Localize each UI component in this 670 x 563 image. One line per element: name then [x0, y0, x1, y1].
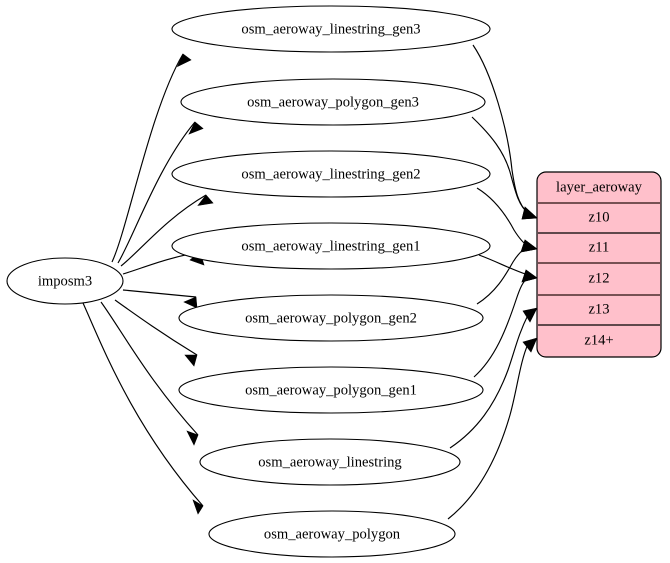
edge-group-tables-to-layer — [447, 44, 538, 520]
edge-imposm3-to-osm_aeroway_polygon_gen1 — [114, 299, 198, 367]
edge-imposm3-to-osm_aeroway_linestring_gen2 — [120, 194, 214, 267]
edge-imposm3-to-osm_aeroway_linestring — [100, 301, 199, 446]
edge-osm_aeroway_polygon_gen3-to-z10 — [471, 116, 538, 220]
node-osm_aeroway_polygon_gen2-shape[interactable] — [178, 294, 484, 342]
node-imposm3-label: imposm3 — [38, 273, 92, 289]
node-layer_aeroway-table[interactable]: layer_aeroway z10 z11 z12 z13 z14+ — [536, 171, 662, 358]
layer_aeroway-row-z12-label: z12 — [588, 270, 609, 286]
node-osm_aeroway_polygon_gen2-label: osm_aeroway_polygon_gen2 — [245, 310, 417, 326]
node-osm_aeroway_polygon-label: osm_aeroway_polygon — [264, 526, 401, 542]
edge-osm_aeroway_polygon-to-z14plus — [447, 337, 538, 520]
layer_aeroway-row-z13-label: z13 — [588, 301, 609, 317]
node-osm_aeroway_linestring_gen1-shape[interactable] — [171, 222, 491, 270]
node-osm_aeroway_linestring_gen3[interactable]: osm_aeroway_linestring_gen3 — [171, 5, 491, 53]
edge-osm_aeroway_polygon_gen2-to-z11 — [476, 239, 538, 305]
node-osm_aeroway_linestring_gen2-shape[interactable] — [171, 150, 491, 198]
node-osm_aeroway_linestring_gen1-label: osm_aeroway_linestring_gen1 — [241, 238, 420, 254]
edge-osm_aeroway_linestring_gen3-to-z10 — [472, 44, 538, 220]
node-osm_aeroway_linestring_gen2-label: osm_aeroway_linestring_gen2 — [241, 166, 420, 182]
edge-imposm3-to-osm_aeroway_polygon_gen2 — [122, 289, 198, 309]
edge-osm_aeroway_polygon_gen1-to-z12 — [473, 269, 538, 378]
edge-imposm3-to-osm_aeroway_linestring_gen3 — [111, 53, 192, 263]
edge-osm_aeroway_linestring-to-z13 — [449, 307, 538, 449]
edge-imposm3-to-osm_aeroway_polygon_gen3 — [117, 121, 204, 264]
node-osm_aeroway_polygon_gen3-label: osm_aeroway_polygon_gen3 — [247, 94, 419, 110]
node-osm_aeroway_polygon_gen3[interactable]: osm_aeroway_polygon_gen3 — [180, 78, 486, 126]
layer_aeroway-row-header-label: layer_aeroway — [556, 179, 643, 195]
node-osm_aeroway_polygon-shape[interactable] — [208, 510, 456, 558]
layer_aeroway-row-z11-label: z11 — [589, 239, 610, 255]
node-osm_aeroway_polygon[interactable]: osm_aeroway_polygon — [208, 510, 456, 558]
layer_aeroway-row-z14plus-label: z14+ — [584, 332, 613, 348]
layer_aeroway-table-body[interactable] — [536, 171, 662, 358]
node-osm_aeroway_linestring[interactable]: osm_aeroway_linestring — [199, 438, 461, 486]
node-osm_aeroway_polygon_gen1-label: osm_aeroway_polygon_gen1 — [245, 382, 417, 398]
node-osm_aeroway_linestring_gen3-shape[interactable] — [171, 5, 491, 53]
node-osm_aeroway_linestring-label: osm_aeroway_linestring — [258, 454, 402, 470]
node-osm_aeroway_polygon_gen1-shape[interactable] — [178, 366, 484, 414]
node-imposm3-shape[interactable] — [6, 257, 124, 305]
node-osm_aeroway_linestring_gen2[interactable]: osm_aeroway_linestring_gen2 — [171, 150, 491, 198]
node-osm_aeroway_polygon_gen1[interactable]: osm_aeroway_polygon_gen1 — [178, 366, 484, 414]
node-osm_aeroway_linestring_gen1[interactable]: osm_aeroway_linestring_gen1 — [171, 222, 491, 270]
edge-imposm3-to-osm_aeroway_polygon — [82, 302, 204, 515]
node-osm_aeroway_polygon_gen2[interactable]: osm_aeroway_polygon_gen2 — [178, 294, 484, 342]
node-osm_aeroway_linestring-shape[interactable] — [199, 438, 461, 486]
layer_aeroway-row-z10-label: z10 — [588, 209, 609, 225]
node-osm_aeroway_linestring_gen3-label: osm_aeroway_linestring_gen3 — [241, 21, 420, 37]
node-imposm3[interactable]: imposm3 — [6, 257, 124, 305]
node-osm_aeroway_polygon_gen3-shape[interactable] — [180, 78, 486, 126]
